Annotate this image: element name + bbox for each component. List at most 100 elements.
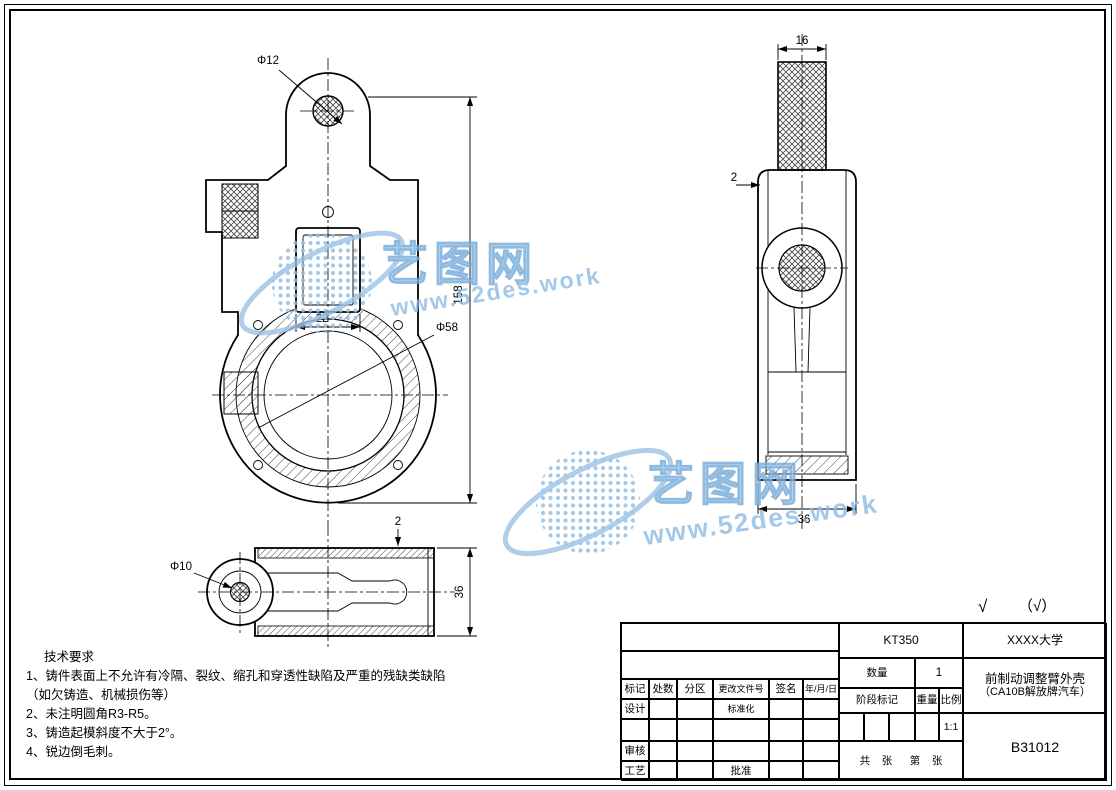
tb-material: KT350 (839, 623, 963, 658)
role-standardize: 标准化 (713, 699, 769, 719)
tb-stage-box (864, 713, 889, 741)
cell-empty (649, 719, 677, 741)
tb-part-name-cell: 前制动调整臂外壳 （CA10B解放牌汽车） (963, 658, 1107, 713)
cell-empty (649, 761, 677, 781)
dim-wall2-text: 2 (731, 172, 737, 184)
bolt-hole (253, 460, 263, 470)
tb-stage-box (889, 713, 915, 741)
side-centerlines (756, 34, 848, 530)
cell-empty (769, 699, 803, 719)
side-bottom-section (765, 455, 849, 475)
finish-mark: √ (978, 597, 988, 616)
tech-line: 2、未注明圆角R3-R5。 (26, 707, 157, 721)
cell-empty (769, 719, 803, 741)
dim-16: 16 (777, 35, 827, 60)
tb-stage-box (839, 713, 864, 741)
dim-wall2b-text: 2 (395, 516, 401, 528)
border-outer (4, 4, 1112, 786)
rev-header-mark: 标记 (621, 679, 649, 699)
cell-empty (677, 719, 713, 741)
dim-36bottom-text: 36 (454, 586, 466, 599)
tb-company: XXXX大学 (963, 623, 1107, 658)
dim-158: 158 (338, 96, 477, 504)
side-body (757, 169, 857, 481)
dim-36-bottom: 36 (437, 547, 477, 637)
tb-scale-value: 1:1 (939, 713, 963, 741)
tb-weight-label: 重量 (915, 688, 939, 713)
title-block: 标记 处数 分区 更改文件号 签名 年/月/日 设计 标准化 审核 工艺 批准 … (620, 622, 1107, 781)
dim-36-side: 36 (757, 484, 857, 526)
dim-phi12: Φ12 (257, 55, 343, 125)
role-design: 设计 (621, 699, 649, 719)
cavity-slot (337, 572, 408, 612)
dim-phi58-text: Φ58 (436, 322, 458, 334)
tech-line: 3、铸造起模斜度不大于2°。 (26, 726, 183, 740)
watermark-brand-text: 艺图网 (648, 458, 804, 510)
tb-drawing-no: B31012 (963, 713, 1107, 781)
cell-empty (769, 741, 803, 761)
surface-finish: √ （√） (978, 597, 1056, 616)
tb-qty-value: 1 (915, 658, 963, 688)
cell-empty (803, 699, 839, 719)
tb-weight-value (915, 713, 939, 741)
bolt-hole (253, 320, 263, 330)
cell-empty (649, 741, 677, 761)
dim-phi10: Φ10 (170, 561, 233, 589)
dim-36side-text: 36 (798, 514, 811, 526)
stem-left (793, 306, 797, 373)
finish-other-mark: （√） (1018, 598, 1056, 615)
dim-wall-2: 2 (731, 172, 760, 189)
bottom-top-wall (257, 547, 435, 559)
role-approve: 批准 (713, 761, 769, 781)
tech-line: 1、铸件表面上不允许有冷隔、裂纹、缩孔和穿透性缺陷及严重的残缺类缺陷 (26, 669, 446, 683)
watermark-right: 艺图网 www.52des.work (502, 447, 880, 557)
rev-header-docno: 更改文件号 (713, 679, 769, 699)
bottom-view: Φ10 2 36 (170, 516, 477, 648)
dim-phi58: Φ58 (257, 322, 458, 429)
cell-empty (713, 719, 769, 741)
cell-empty (649, 699, 677, 719)
dim-phi10-text: Φ10 (170, 561, 192, 573)
rev-header-date: 年/月/日 (803, 679, 839, 699)
stem-right (807, 306, 811, 373)
tb-part-name: 前制动调整臂外壳 (984, 671, 1085, 686)
rev-empty-row (621, 651, 839, 679)
tech-requirements-title: 技术要求 (44, 650, 95, 664)
cell-empty (713, 741, 769, 761)
border-inner (9, 9, 1106, 780)
tb-sheet-info: 共 张 第 张 (839, 741, 963, 781)
tech-requirements: 技术要求 1、铸件表面上不允许有冷隔、裂纹、缩孔和穿透性缺陷及严重的残缺类缺陷 … (26, 648, 508, 762)
role-process: 工艺 (621, 761, 649, 781)
left-rib-section (223, 371, 259, 415)
cell-empty (677, 699, 713, 719)
cell-empty (803, 761, 839, 781)
side-view: 16 2 36 (731, 34, 857, 530)
cell-empty (677, 741, 713, 761)
cell-empty (677, 761, 713, 781)
bottom-centerlines (198, 524, 455, 648)
role-check: 审核 (621, 741, 649, 761)
dim-16-text: 16 (796, 35, 809, 47)
tb-qty-label: 数量 (839, 658, 915, 688)
bolt-hole (393, 460, 403, 470)
cell-empty (803, 741, 839, 761)
cell-empty (621, 719, 649, 741)
watermark-brand-text: 艺图网 (382, 238, 538, 290)
cell-empty (803, 719, 839, 741)
tb-scale-label: 比例 (939, 688, 963, 713)
bottom-bottom-wall (257, 625, 435, 637)
cell-empty (769, 761, 803, 781)
bolt-hole (393, 320, 403, 330)
tb-stage-label: 阶段标记 (839, 688, 915, 713)
dim-158-text: 158 (453, 285, 465, 304)
watermark-globe-icon (536, 450, 640, 554)
tech-line: （如欠铸造、机械损伤等） (26, 688, 177, 702)
rev-header-count: 处数 (649, 679, 677, 699)
watermark-globe-icon (272, 233, 372, 333)
rev-empty-row (621, 623, 839, 651)
dim-phi12-text: Φ12 (257, 55, 279, 67)
rev-header-zone: 分区 (677, 679, 713, 699)
dim-wall-2-bottom: 2 (395, 516, 401, 546)
